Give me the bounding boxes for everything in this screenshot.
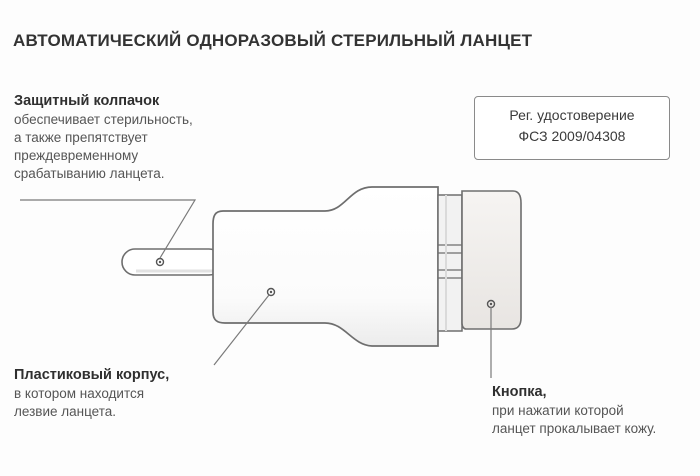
registration-box: Рег. удостоверение ФСЗ 2009/04308 (474, 96, 670, 160)
push-button (461, 190, 522, 330)
cap-label: Защитный колпачок обеспечивает стерильно… (14, 91, 193, 183)
cap-label-line: а также препятствует (14, 130, 148, 145)
body-label-line: в котором находится (14, 386, 145, 401)
button-label-line: ланцет прокалывает кожу. (492, 421, 657, 436)
body-leader-line (213, 294, 270, 366)
cap-label-line: обеспечивает стерильность, (14, 112, 193, 127)
registration-line-2: ФСЗ 2009/04308 (518, 128, 626, 144)
body-label-title: Пластиковый корпус, (14, 367, 170, 383)
protective-cap (121, 248, 223, 276)
plastic-body (212, 186, 439, 347)
ribbed-neck (437, 194, 463, 332)
body-marker (266, 287, 276, 297)
cap-label-line: срабатыванию ланцета. (14, 166, 165, 181)
body-label-line: лезвие ланцета. (14, 404, 117, 419)
cap-marker (155, 257, 165, 267)
body-label: Пластиковый корпус, в котором находится … (14, 365, 169, 421)
page-title: АВТОМАТИЧЕСКИЙ ОДНОРАЗОВЫЙ СТЕРИЛЬНЫЙ ЛА… (13, 31, 533, 50)
cap-label-title: Защитный колпачок (14, 93, 160, 109)
registration-line-1: Рег. удостоверение (509, 107, 635, 123)
cap-leader-line (20, 199, 197, 259)
button-label-line: при нажатии которой (492, 403, 624, 418)
button-label-title: Кнопка, (492, 384, 547, 400)
leader-lines (20, 199, 492, 378)
cap-label-line: преждевременному (14, 148, 139, 163)
button-label: Кнопка, при нажатии которой ланцет прока… (492, 382, 656, 438)
